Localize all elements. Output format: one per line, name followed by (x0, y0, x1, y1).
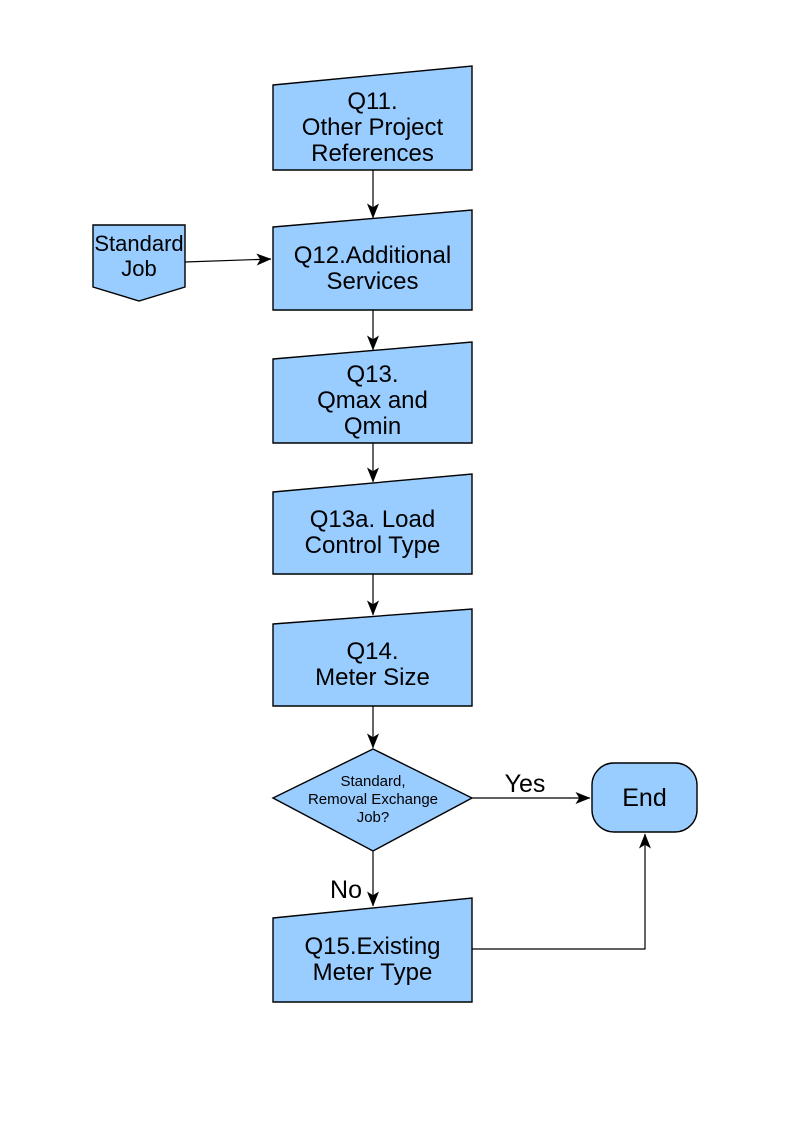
node-standard-job-shape (92, 224, 186, 302)
node-end-shape (591, 762, 698, 833)
node-q13a-shape (272, 473, 473, 575)
node-q11-shape (272, 65, 473, 171)
node-q12-shape (272, 209, 473, 311)
node-q14-shape (272, 608, 473, 707)
node-q15-shape (272, 897, 473, 1003)
node-q13-shape (272, 341, 473, 444)
connector-q15-end (472, 833, 651, 950)
connector-standard-job-q12 (184, 253, 272, 266)
node-decision-shape (271, 748, 474, 852)
